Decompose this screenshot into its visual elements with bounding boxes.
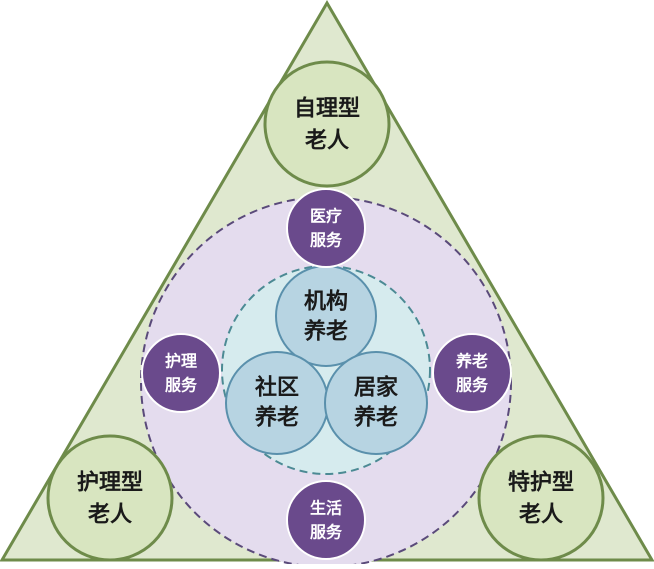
elder-type-self-care: 自理型 老人: [263, 60, 391, 188]
elder-type-special-nursing: 特护型 老人: [477, 434, 605, 562]
elder-type-self-care-line2: 老人: [304, 129, 349, 154]
service-nursing-line2: 服务: [165, 376, 198, 395]
care-mode-institution-line2: 养老: [303, 319, 348, 345]
service-daily-living-line1: 生活: [310, 499, 342, 518]
service-medical-line1: 医疗: [310, 207, 342, 226]
elder-type-special-nursing-line1: 特护型: [508, 470, 574, 496]
care-mode-community-line1: 社区: [255, 375, 299, 401]
elder-type-nursing-line1: 护理型: [77, 471, 143, 496]
care-mode-institution-line1: 机构: [304, 289, 348, 315]
service-daily-living-line2: 服务: [310, 523, 343, 542]
service-elderly-care-line1: 养老: [455, 352, 488, 371]
service-nursing: 护理 服务: [141, 333, 221, 413]
elder-type-nursing: 护理型 老人: [46, 434, 174, 562]
service-daily-living: 生活 服务: [286, 480, 366, 560]
care-mode-institution: 机构 养老: [275, 265, 377, 367]
elder-type-self-care-line1: 自理型: [294, 96, 360, 122]
service-elderly-care-line2: 服务: [456, 376, 489, 395]
service-nursing-line1: 护理: [165, 352, 197, 371]
care-mode-community-line2: 养老: [254, 405, 299, 431]
care-mode-home: 居家 养老: [324, 351, 428, 455]
care-mode-home-line1: 居家: [354, 375, 399, 401]
service-medical-line2: 服务: [310, 231, 343, 250]
elder-type-nursing-line2: 老人: [87, 503, 132, 528]
care-mode-community: 社区 养老: [225, 351, 329, 455]
service-medical: 医疗 服务: [286, 188, 366, 268]
care-mode-home-line2: 养老: [353, 405, 398, 431]
elder-type-special-nursing-line2: 老人: [518, 503, 563, 528]
service-elderly-care: 养老 服务: [432, 333, 512, 413]
